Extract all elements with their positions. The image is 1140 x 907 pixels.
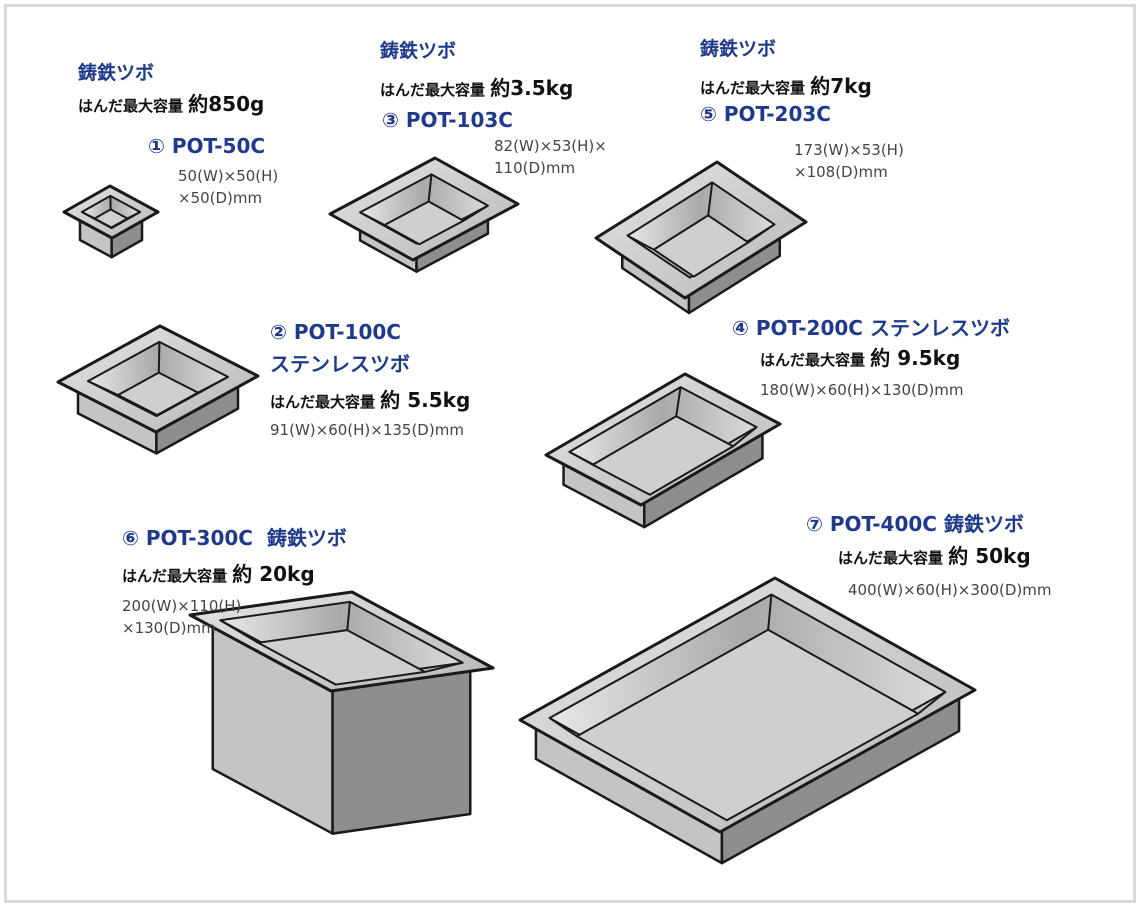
pot1-capacity: はんだ最大容量 約850g: [78, 92, 264, 117]
pot6-capacity: はんだ最大容量 約 20kg: [122, 562, 315, 587]
pot4-capacity: はんだ最大容量 約 9.5kg: [760, 346, 960, 371]
dim-line: 50(W)×50(H): [178, 167, 279, 185]
pot2-material: ステンレスツボ: [270, 352, 410, 376]
dim-line: 110(D)mm: [494, 158, 576, 177]
capacity-label: はんだ最大容量: [78, 97, 184, 115]
pot-inner-edge: [424, 661, 463, 673]
pot-inner-edge: [568, 451, 594, 466]
pot7-capacity: はんだ最大容量 約 50kg: [838, 544, 1031, 569]
dim-line: ×108(D)mm: [794, 162, 888, 181]
pot6-heading: ⑥ POT-300C 鋳鉄ツボ: [122, 526, 347, 551]
pot-6-illustration: [188, 590, 495, 835]
dim-line: 400(W)×60(H)×300(D)mm: [848, 581, 1052, 599]
dim-line: 82(W)×53(H)×: [494, 137, 607, 155]
pot-inner-edge: [627, 234, 655, 251]
capacity-value: 約 5.5kg: [380, 388, 471, 412]
dim-line: 200(W)×110(H): [122, 597, 242, 615]
pot5-material: 鋳鉄ツボ: [700, 38, 777, 60]
pot3-material: 鋳鉄ツボ: [380, 40, 457, 62]
pot-inner-edge: [549, 717, 578, 738]
pot-inner-edge: [87, 380, 119, 396]
pot-inner-edge: [359, 211, 385, 226]
capacity-value: 約 20kg: [232, 562, 315, 586]
capacity-label: はんだ最大容量: [700, 79, 806, 97]
pot6-dims: 200(W)×110(H) ×130(D)mm: [122, 596, 241, 640]
pot-4-illustration: [544, 372, 782, 529]
pot1-material: 鋳鉄ツボ: [78, 62, 155, 84]
pot-inner-edge: [126, 211, 141, 220]
pot4-dims: 180(W)×60(H)×130(D)mm: [760, 380, 963, 402]
pot-inner-edge: [675, 386, 682, 417]
pot-inner-edge: [747, 223, 776, 244]
pot7-model: ⑦ POT-400C: [806, 512, 937, 536]
capacity-label: はんだ最大容量: [122, 567, 228, 585]
pot2-model: ② POT-100C: [270, 320, 401, 344]
pot-inner-edge: [219, 619, 259, 644]
pot1-model: ① POT-50C: [148, 134, 266, 158]
pot-inner-edge: [462, 204, 489, 222]
pot4-model: ④ POT-200C: [732, 316, 863, 340]
pot-inner-edge: [81, 211, 96, 220]
capacity-label: はんだ最大容量: [270, 393, 376, 411]
capacity-value: 約3.5kg: [490, 76, 574, 100]
pot1-dims: 50(W)×50(H) ×50(D)mm: [178, 166, 278, 210]
frame-border: [4, 4, 1136, 903]
pot5-dims: 173(W)×53(H) ×108(D)mm: [794, 140, 904, 184]
pot7-dims: 400(W)×60(H)×300(D)mm: [848, 580, 1051, 602]
pot-inner-edge: [157, 341, 161, 373]
capacity-label: はんだ最大容量: [380, 81, 486, 99]
pot4-heading: ④ POT-200C ステンレスツボ: [732, 316, 1010, 341]
dim-line: ×130(D)mm: [122, 618, 216, 637]
pot-3-illustration: [328, 156, 520, 273]
pot4-material: ステンレスツボ: [869, 316, 1010, 340]
capacity-value: 約 50kg: [948, 544, 1031, 568]
capacity-value: 約 9.5kg: [870, 346, 961, 370]
pot-inner-edge: [427, 174, 433, 202]
pot-2-illustration: [56, 324, 260, 455]
pot-inner-edge: [197, 376, 229, 394]
pot-inner-edge: [346, 601, 351, 631]
dim-line: 91(W)×60(H)×135(D)mm: [270, 421, 464, 439]
pot-body-right-face: [331, 662, 472, 835]
capacity-label: はんだ最大容量: [760, 351, 866, 369]
pot-inner-edge: [732, 426, 758, 447]
pot5-model: ⑤ POT-203C: [700, 102, 831, 126]
pot2-dims: 91(W)×60(H)×135(D)mm: [270, 420, 464, 442]
pot6-model: ⑥ POT-300C: [122, 526, 253, 550]
pot3-capacity: はんだ最大容量 約3.5kg: [380, 76, 573, 101]
dim-line: 173(W)×53(H): [794, 141, 904, 159]
pot7-heading: ⑦ POT-400C 鋳鉄ツボ: [806, 512, 1024, 537]
pot-inner-edge: [917, 691, 947, 715]
capacity-value: 約7kg: [810, 74, 872, 98]
pot-inner-edge: [707, 182, 714, 216]
pot2-capacity: はんだ最大容量 約 5.5kg: [270, 388, 470, 413]
pot5-capacity: はんだ最大容量 約7kg: [700, 74, 872, 99]
dim-line: ×50(D)mm: [178, 188, 263, 207]
pot-inner-edge: [767, 594, 773, 630]
dim-line: 180(W)×60(H)×130(D)mm: [760, 381, 964, 399]
pot-5-illustration: [594, 160, 808, 315]
pot6-material: 鋳鉄ツボ: [266, 526, 347, 550]
pot-7-illustration: [518, 576, 977, 865]
pot3-dims: 82(W)×53(H)× 110(D)mm: [494, 136, 607, 180]
pot3-model: ③ POT-103C: [382, 108, 513, 132]
capacity-value: 約850g: [188, 92, 265, 116]
pot7-material: 鋳鉄ツボ: [943, 512, 1024, 536]
capacity-label: はんだ最大容量: [838, 549, 944, 567]
pot-1-illustration: [62, 184, 160, 259]
